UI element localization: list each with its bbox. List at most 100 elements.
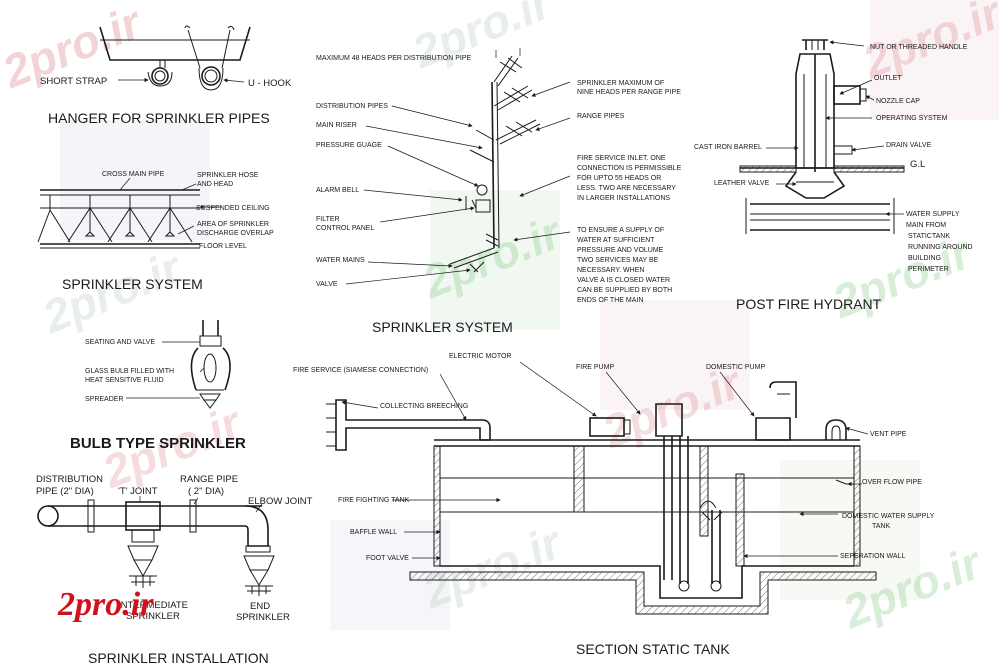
label-seating-valve: SEATING AND VALVE [85, 339, 155, 346]
sprinkler-drop [37, 195, 71, 243]
label-filter: FILTER [316, 216, 340, 223]
sprinkler-drop [67, 195, 113, 243]
label-short-strap: SHORT STRAP [40, 76, 107, 87]
inlet-note: FIRE SERVICE INLET. ONE CONNECTION IS PE… [577, 155, 682, 202]
water-supply-note: WATER SUPPLY MAIN FROM STATICTANK RUNNIN… [906, 211, 973, 273]
label-distribution-pipe-2: PIPE (2" DIA) [36, 486, 94, 497]
inlet-note-line: FOR UPTO 55 HEADS OR [577, 175, 661, 182]
label-u-hook: U - HOOK [248, 78, 292, 89]
label-end-sprinkler-2: SPRINKLER [236, 612, 290, 623]
label-water-mains: WATER MAINS [316, 257, 365, 264]
supply-note-line: NECESSARY. WHEN [577, 267, 644, 274]
inlet-note-line: CONNECTION IS PERMISSIBLE [577, 165, 682, 172]
supply-note: TO ENSURE A SUPPLY OF WATER AT SUFFICIEN… [577, 227, 672, 304]
sprinkler-system-center-diagram [345, 48, 571, 285]
sprinkler-system-center-title: SPRINKLER SYSTEM [372, 319, 513, 335]
label-drain-valve: DRAIN VALVE [886, 142, 932, 149]
hanger-detail [99, 25, 251, 91]
hanger-title: HANGER FOR SPRINKLER PIPES [48, 110, 270, 126]
label-pressure-gauge: PRESSURE GUAGE [316, 142, 382, 149]
bg-tile [60, 120, 210, 240]
label-spreader: SPREADER [85, 396, 124, 403]
label-over-flow-pipe: OVER FLOW PIPE [862, 479, 922, 486]
sprinkler-drop [107, 195, 153, 243]
label-operating-system: OPERATING SYSTEM [876, 115, 948, 122]
label-area-overlap-2: DISCHARGE OVERLAP [197, 230, 274, 237]
tank-title: SECTION STATIC TANK [576, 641, 730, 657]
label-fire-pump: FIRE PUMP [576, 364, 614, 371]
static-tank-diagram [326, 361, 877, 615]
label-floor-level: FLOOR LEVEL [199, 243, 247, 250]
installation-diagram [37, 496, 275, 596]
bulb-title: BULB TYPE SPRINKLER [70, 435, 246, 452]
label-domestic-pump: DOMESTIC PUMP [706, 364, 765, 371]
label-fire-fighting-tank: FIRE FIGHTING TANK [338, 497, 410, 504]
supply-note-line: VALVE A IS CLOSED WATER [577, 277, 670, 284]
label-vent-pipe: VENT PIPE [870, 431, 907, 438]
label-separation-wall: SEPERATION WALL [840, 553, 905, 560]
label-range-pipe-2: ( 2" DIA) [188, 486, 224, 497]
hydrant-diagram [739, 39, 905, 234]
supply-note-line: PRESSURE AND VOLUME [577, 247, 664, 254]
label-fire-service: FIRE SERVICE (SIAMESE CONNECTION) [293, 367, 428, 374]
label-suspended-ceiling: SUSPENDED CEILING [196, 205, 270, 212]
water-supply-line: PERIMETER [908, 266, 949, 273]
label-ground-level: G.L [910, 159, 925, 170]
label-t-joint: 'T' JOINT [118, 486, 158, 497]
bg-tile [430, 190, 560, 330]
water-supply-line: STATICTANK [908, 233, 950, 240]
label-max-9-heads: SPRINKLER MAXIMUM OF [577, 80, 664, 87]
label-glass-bulb-2: HEAT SENSITIVE FLUID [85, 377, 164, 384]
label-leather-valve: LEATHER VALVE [714, 180, 770, 187]
label-nut-handle: NUT OR THREADED HANDLE [870, 44, 968, 51]
label-elbow-joint: ELBOW JOINT [248, 496, 313, 507]
bg-tile [870, 0, 999, 120]
label-end-sprinkler: END [250, 601, 270, 612]
water-supply-line: RUNNING AROUND [908, 244, 973, 251]
label-main-riser: MAIN RISER [316, 122, 357, 129]
label-range-pipes: RANGE PIPES [577, 113, 625, 120]
inlet-note-line: LESS. TWO ARE NECESSARY [577, 185, 676, 192]
label-domestic-tank: DOMESTIC WATER SUPPLY [842, 513, 935, 520]
label-distribution-pipes: DISTRIBUTION PIPES [316, 103, 388, 110]
label-sprinkler-hose-2: AND HEAD [197, 181, 233, 188]
water-supply-line: MAIN FROM [906, 222, 946, 229]
label-valve: VALVE [316, 281, 338, 288]
label-area-overlap: AREA OF SPRINKLER [197, 221, 269, 228]
label-intermediate-sprinkler-2: SPRINKLER [126, 611, 180, 622]
label-outlet: OUTLET [874, 75, 902, 82]
label-alarm-bell: ALARM BELL [316, 187, 359, 194]
label-intermediate-sprinkler: INTERMEDIATE [118, 600, 188, 611]
supply-note-line: TWO SERVICES MAY BE [577, 257, 659, 264]
label-max-48-heads: MAXIMUM 48 HEADS PER DISTRIBUTION PIPE [316, 55, 472, 62]
supply-note-line: CAN BE SUPPLIED BY BOTH [577, 287, 672, 294]
label-sprinkler-hose: SPRINKLER HOSE [197, 172, 259, 179]
label-distribution-pipe: DISTRIBUTION [36, 474, 103, 485]
label-cast-iron-barrel: CAST IRON BARREL [694, 144, 762, 151]
label-range-pipe: RANGE PIPE [180, 474, 238, 485]
label-domestic-tank-2: TANK [872, 523, 890, 530]
water-supply-line: WATER SUPPLY [906, 211, 960, 218]
site-logo: 2pro.ir [58, 586, 154, 623]
label-collecting-breeching: COLLECTING BREECHING [380, 403, 468, 410]
installation-title: SPRINKLER INSTALLATION [88, 650, 269, 666]
supply-note-line: ENDS OF THE MAIN [577, 297, 643, 304]
supply-note-line: TO ENSURE A SUPPLY OF [577, 227, 664, 234]
water-supply-line: BUILDING [908, 255, 941, 262]
inlet-note-line: IN LARGER INSTALLATIONS [577, 195, 670, 202]
inlet-note-line: FIRE SERVICE INLET. ONE [577, 155, 666, 162]
sprinkler-system-left-diagram [37, 177, 222, 249]
bulb-sprinkler-diagram [126, 320, 231, 409]
label-glass-bulb: GLASS BULB FILLED WITH [85, 368, 174, 375]
sprinkler-drop [147, 195, 193, 243]
supply-note-line: WATER AT SUFFICIENT [577, 237, 655, 244]
sprinkler-system-left-title: SPRINKLER SYSTEM [62, 276, 203, 292]
label-control-panel: CONTROL PANEL [316, 225, 374, 232]
bg-tile [600, 300, 750, 410]
label-electric-motor: ELECTRIC MOTOR [449, 353, 512, 360]
label-foot-valve: FOOT VALVE [366, 555, 409, 562]
label-baffle-wall: BAFFLE WALL [350, 529, 397, 536]
label-cross-main-pipe: CROSS MAIN PIPE [102, 171, 165, 178]
